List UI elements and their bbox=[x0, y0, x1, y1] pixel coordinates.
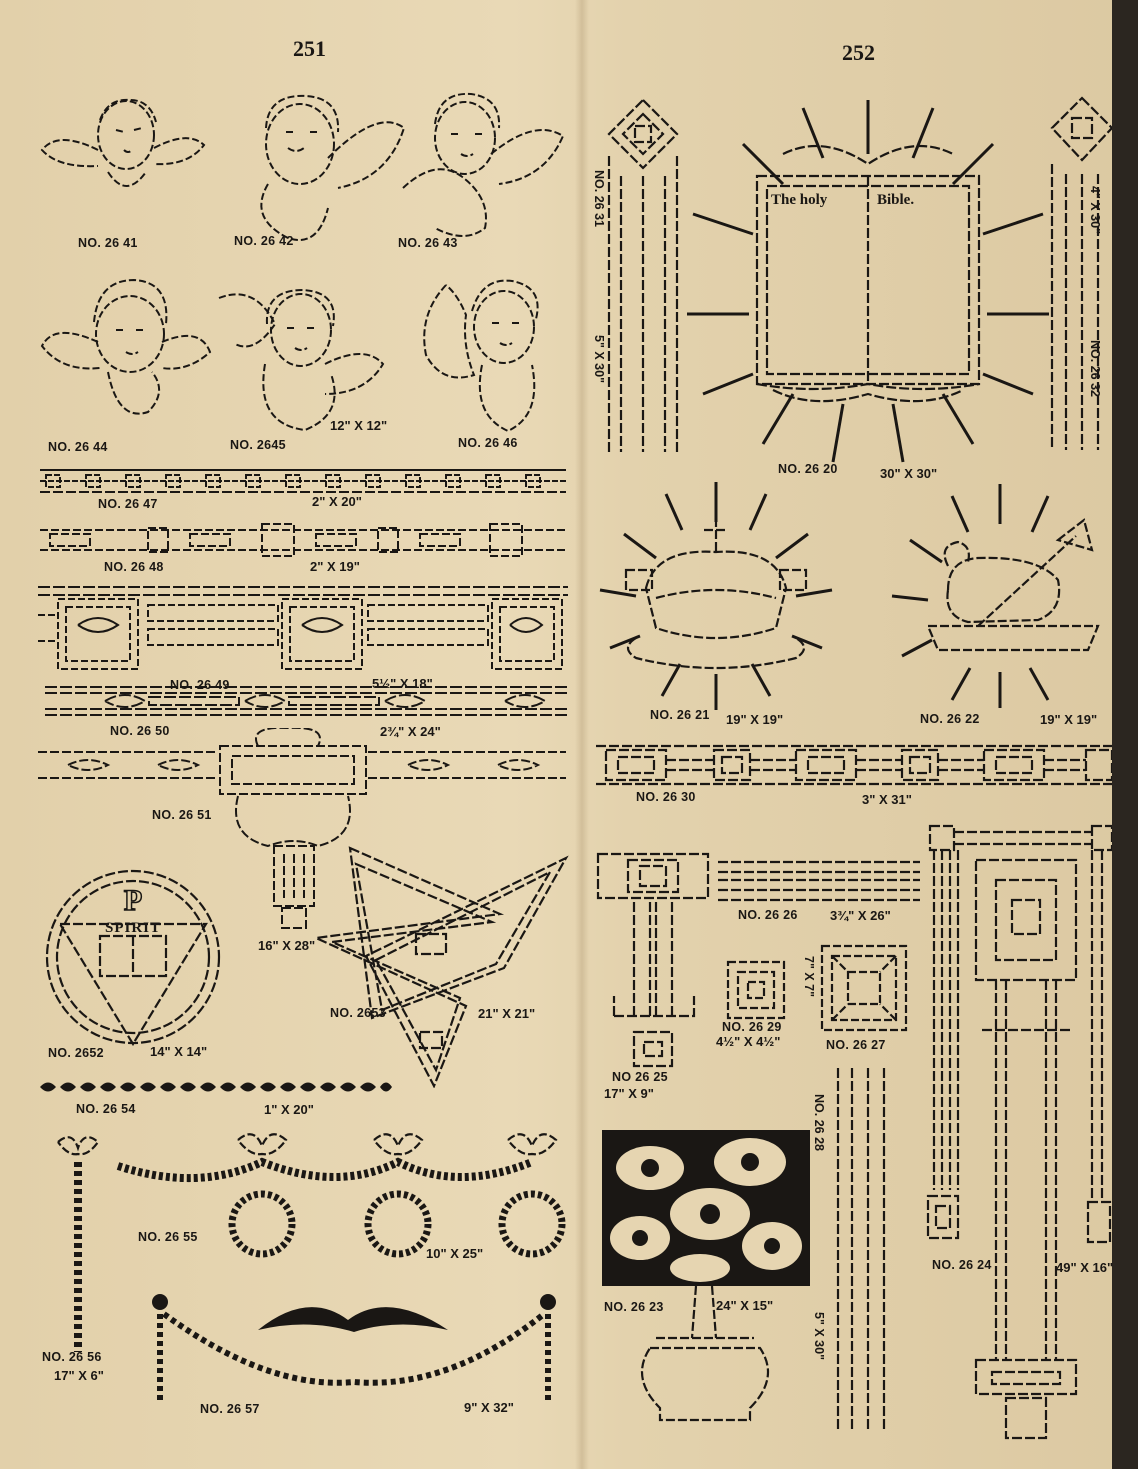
square-stencil-2627 bbox=[820, 944, 908, 1032]
plate-number-2627: NO. 26 27 bbox=[826, 1038, 886, 1052]
plate-size-2657: 9" X 32" bbox=[464, 1400, 514, 1415]
border-stencil-2649 bbox=[38, 586, 568, 670]
cherub-stencil-2641 bbox=[40, 98, 206, 187]
plate-number-2630: NO. 26 30 bbox=[636, 790, 696, 804]
cherub-stencil-2644 bbox=[40, 278, 212, 415]
plate-size-2652: 14" X 14" bbox=[150, 1044, 208, 1059]
plate-size-2651: 16" X 28" bbox=[258, 938, 316, 953]
garland-stencil-2655 bbox=[57, 1133, 566, 1352]
plate-size-2630: 3" X 31" bbox=[862, 792, 912, 807]
border-stencil-2630 bbox=[596, 744, 1112, 786]
plate-size-2623: 24" X 15" bbox=[716, 1298, 774, 1313]
bible-title-right: Bible. bbox=[877, 192, 914, 208]
plate-size-2656: 17" X 6" bbox=[54, 1368, 104, 1383]
plate-size-2632: 4" X 30" bbox=[1088, 186, 1102, 234]
plate-size-2626: 3¾" X 26" bbox=[830, 908, 891, 923]
pillar-stencil-2631 bbox=[607, 98, 679, 452]
plate-number-2632: NO. 26 32 bbox=[1088, 340, 1102, 397]
plate-size-2647: 2" X 20" bbox=[312, 494, 362, 509]
cherub-stencil-2646 bbox=[423, 279, 539, 433]
leaf-border-stencil-2654 bbox=[40, 1082, 392, 1092]
plate-size-2653: 21" X 21" bbox=[478, 1006, 536, 1021]
plate-number-2625: NO 26 25 bbox=[612, 1070, 668, 1084]
plate-number-2657: NO. 26 57 bbox=[200, 1402, 260, 1416]
plate-number-2644: NO. 26 44 bbox=[48, 440, 108, 454]
plate-number-2622: NO. 26 22 bbox=[920, 712, 980, 726]
flowerpot-stencil-2623 bbox=[602, 1130, 810, 1422]
plate-number-2651: NO. 26 51 bbox=[152, 808, 212, 822]
plate-number-2629: NO. 26 29 bbox=[722, 1020, 782, 1034]
plate-number-2623: NO. 26 23 bbox=[604, 1300, 664, 1314]
plate-number-2624: NO. 26 24 bbox=[932, 1258, 992, 1272]
plate-size-2654: 1" X 20" bbox=[264, 1102, 314, 1117]
plate-number-2650: NO. 26 50 bbox=[110, 724, 170, 738]
pillar-stencil-2632 bbox=[1050, 96, 1112, 450]
crown-stencil-2621 bbox=[599, 482, 833, 710]
plate-number-2649: NO. 26 49 bbox=[170, 678, 230, 692]
page-number-left: 251 bbox=[293, 36, 326, 61]
plate-number-2620: NO. 26 20 bbox=[778, 462, 838, 476]
plate-size-2649: 5½" X 18" bbox=[372, 676, 433, 691]
bible-stencil-2620: The holy Bible. bbox=[687, 100, 1049, 463]
bible-title-left: The holy bbox=[771, 192, 828, 208]
plate-size-2648: 2" X 19" bbox=[310, 559, 360, 574]
plate-number-2642: NO. 26 42 bbox=[234, 234, 294, 248]
plate-size-2655: 10" X 25" bbox=[426, 1246, 484, 1261]
plate-size-2628: 5" X 30" bbox=[812, 1312, 826, 1360]
plate-number-2654: NO. 26 54 bbox=[76, 1102, 136, 1116]
emblem-letter: P bbox=[124, 884, 142, 917]
plate-number-2626: NO. 26 26 bbox=[738, 908, 798, 922]
plate-number-2656: NO. 26 56 bbox=[42, 1350, 102, 1364]
cherub-stencil-2643 bbox=[402, 92, 565, 237]
plate-number-2621: NO. 26 21 bbox=[650, 708, 710, 722]
plate-number-2652: NO. 2652 bbox=[48, 1046, 104, 1060]
plate-number-2646: NO. 26 46 bbox=[458, 436, 518, 450]
plate-number-2655: NO. 26 55 bbox=[138, 1230, 198, 1244]
lamb-stencil-2622 bbox=[891, 484, 1100, 708]
book-spine bbox=[575, 0, 589, 1469]
plate-number-2641: NO. 26 41 bbox=[78, 236, 138, 250]
spirit-emblem-stencil-2652: SPIRIT P bbox=[45, 869, 221, 1046]
plate-size-2625: 17" X 9" bbox=[604, 1086, 654, 1101]
swag-stencil-2657 bbox=[152, 1294, 556, 1400]
plate-size-2631: 5" X 30" bbox=[592, 335, 606, 383]
plate-size-2629: 4½" X 4½" bbox=[716, 1034, 781, 1049]
plate-size-2621: 19" X 19" bbox=[726, 712, 784, 727]
plate-size-2650: 2¾" X 24" bbox=[380, 724, 441, 739]
plate-number-2648: NO. 26 48 bbox=[104, 560, 164, 574]
plate-number-2643: NO. 26 43 bbox=[398, 236, 458, 250]
star-stencil-2653 bbox=[312, 846, 569, 1088]
emblem-word: SPIRIT bbox=[105, 920, 161, 936]
plate-number-2628: NO. 26 28 bbox=[812, 1094, 826, 1151]
cherub-stencil-2642 bbox=[260, 94, 406, 241]
border-stencil-2650 bbox=[45, 686, 567, 716]
page-number-right: 252 bbox=[842, 40, 875, 65]
plate-number-2647: NO. 26 47 bbox=[98, 497, 158, 511]
plate-number-2653: NO. 2653 bbox=[330, 1006, 386, 1020]
plate-size-2645: 12" X 12" bbox=[330, 418, 388, 433]
plate-size-2622: 19" X 19" bbox=[1040, 712, 1098, 727]
border-stencil-2648 bbox=[40, 523, 566, 557]
plate-number-2631: NO. 26 31 bbox=[592, 170, 606, 227]
border-stencil-2651 bbox=[38, 728, 566, 929]
plate-size-2627: 7" X 7" bbox=[802, 956, 816, 998]
corner-stencil-2624 bbox=[926, 824, 1112, 1440]
next-page-edge bbox=[1112, 0, 1138, 1469]
corner-stencil-2625 bbox=[596, 852, 920, 1068]
plate-size-2624: 49" X 16" bbox=[1056, 1260, 1114, 1275]
square-stencil-2629 bbox=[726, 960, 786, 1020]
pillar-stencil-2628 bbox=[836, 1068, 886, 1430]
cherub-stencil-2645 bbox=[218, 288, 385, 432]
plate-number-2645: NO. 2645 bbox=[230, 438, 286, 452]
plate-size-2620: 30" X 30" bbox=[880, 466, 938, 481]
border-stencil-2647 bbox=[40, 469, 566, 493]
